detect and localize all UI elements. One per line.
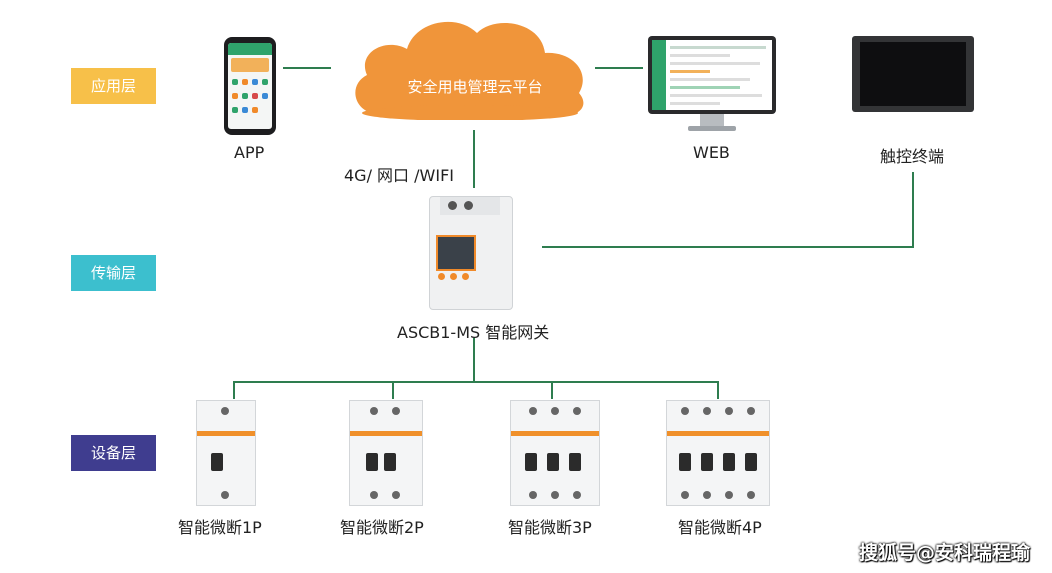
- app-label: APP: [234, 143, 265, 162]
- bus-line: [233, 381, 719, 383]
- breaker-1p-icon: [196, 400, 256, 506]
- cloud-platform-label: 安全用电管理云平台: [407, 78, 543, 96]
- breaker-4p-label: 智能微断4P: [678, 518, 762, 537]
- connector-cloud-gateway: [473, 130, 475, 188]
- watermark-text: 搜狐号@安科瑞程瑜: [858, 542, 1030, 564]
- connector-terminal-vertical: [912, 172, 914, 247]
- connector-bus-4p: [717, 381, 719, 399]
- touch-terminal-label: 触控终端: [880, 147, 945, 166]
- breaker-2p-label: 智能微断2P: [340, 518, 424, 537]
- connector-bus-1p: [233, 381, 235, 399]
- breaker-3p-label: 智能微断3P: [508, 518, 592, 537]
- gateway-label: ASCB1-MS 智能网关: [397, 323, 550, 342]
- connector-bus-3p: [551, 381, 553, 399]
- web-label: WEB: [693, 143, 730, 162]
- transport-link-label: 4G/ 网口 /WIFI: [344, 166, 454, 185]
- smartphone-icon: [224, 37, 276, 135]
- layer-tag-application: 应用层: [71, 68, 156, 104]
- connector-gateway-bus: [473, 338, 475, 382]
- cloud-icon: [355, 21, 584, 120]
- layer-tag-transport: 传输层: [71, 255, 156, 291]
- breaker-2p-icon: [349, 400, 423, 506]
- breaker-4p-icon: [666, 400, 770, 506]
- connector-cloud-web: [595, 67, 643, 69]
- layer-tag-device: 设备层: [71, 435, 156, 471]
- breaker-1p-label: 智能微断1P: [178, 518, 262, 537]
- gateway-device-icon: [429, 196, 513, 310]
- touch-terminal-icon: [852, 36, 974, 112]
- connector-terminal-gateway: [542, 246, 914, 248]
- web-monitor-icon: [648, 36, 776, 131]
- breaker-3p-icon: [510, 400, 600, 506]
- connector-app-cloud: [283, 67, 331, 69]
- connector-bus-2p: [392, 381, 394, 399]
